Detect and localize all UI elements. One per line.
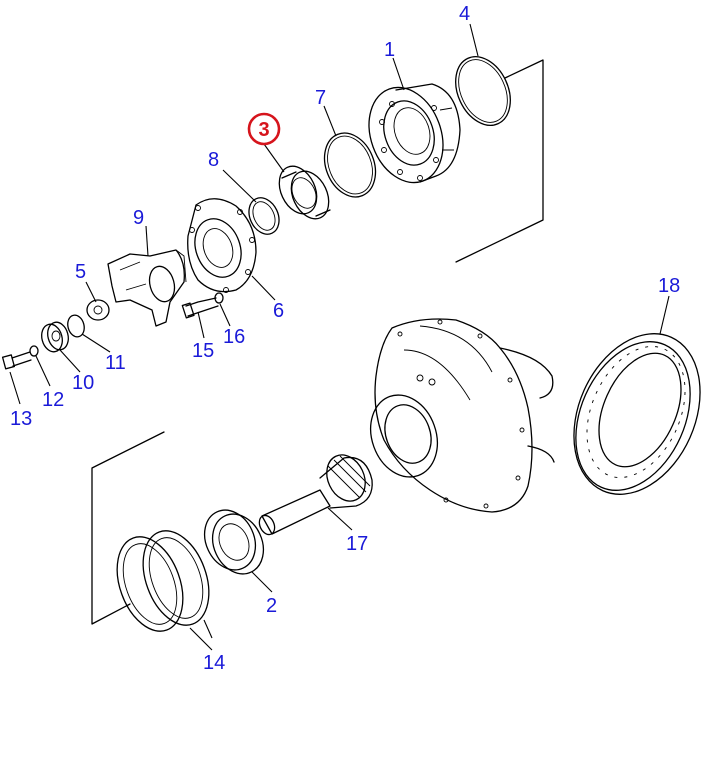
- highlighted-callout-3: 3: [247, 112, 281, 146]
- callout-9: 9: [133, 207, 144, 229]
- part-9-yoke: [107, 249, 187, 327]
- callout-13: 13: [10, 408, 32, 430]
- part-14-shims: [116, 530, 210, 632]
- callout-8: 8: [208, 149, 219, 171]
- callout-14: 14: [203, 652, 225, 674]
- callout-5: 5: [75, 261, 86, 283]
- part-13-bolt: [1, 351, 32, 370]
- upper-frame-lines: [455, 59, 544, 263]
- part-16-washer: [214, 292, 224, 304]
- lower-frame-lines: [91, 431, 165, 625]
- callout-15: 15: [192, 340, 214, 362]
- callout-labels: 4 1 7 8 9 5 6 11 16 15 10 12 13 18 17 2 …: [10, 3, 680, 674]
- part-6-retainer: [187, 198, 257, 293]
- callout-17: 17: [346, 533, 368, 555]
- part-17-pinion: [258, 454, 373, 536]
- callout-1: 1: [384, 39, 395, 61]
- callout-12: 12: [42, 389, 64, 411]
- part-7-oring: [323, 132, 377, 198]
- part-3-bearing: [278, 165, 331, 220]
- callout-6: 6: [273, 300, 284, 322]
- callout-2: 2: [266, 595, 277, 617]
- part-15-bolt: [181, 297, 219, 319]
- differential-carrier-housing: [370, 318, 555, 513]
- callout-3: 3: [258, 119, 269, 141]
- part-4-oring: [455, 56, 511, 126]
- callout-18: 18: [658, 275, 680, 297]
- highlight-circle: [247, 112, 281, 146]
- callout-11: 11: [105, 352, 126, 374]
- part-1-cage: [368, 83, 461, 184]
- part-11-ring: [67, 314, 85, 338]
- callout-4: 4: [459, 3, 470, 25]
- part-10-plate: [41, 321, 69, 353]
- callout-16: 16: [223, 326, 245, 348]
- part-5-seal: [86, 299, 110, 321]
- part-2-bearing: [203, 509, 265, 575]
- part-18-ring-gear: [573, 333, 701, 495]
- callout-7: 7: [315, 87, 326, 109]
- part-8-snap-ring: [248, 197, 280, 235]
- callout-10: 10: [72, 372, 94, 394]
- part-12-washer: [29, 345, 39, 357]
- leader-lines: [9, 23, 670, 651]
